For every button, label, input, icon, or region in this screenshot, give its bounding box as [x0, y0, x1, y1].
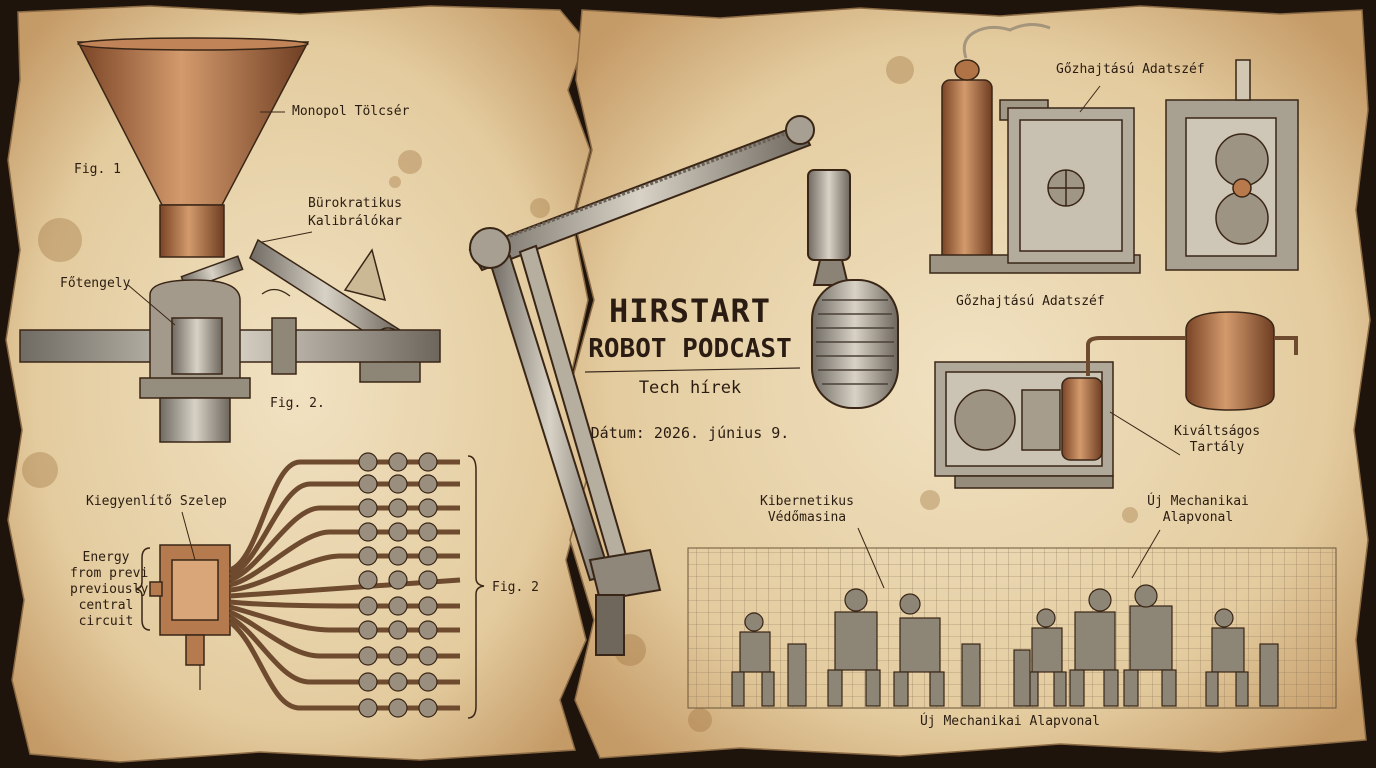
main-shaft: [19, 279, 441, 443]
manifold-gears: [358, 452, 438, 718]
steam-smoke: [962, 23, 1051, 59]
podcast-title-line2: ROBOT PODCAST: [588, 334, 792, 364]
privilege-tank: [1086, 311, 1298, 411]
label-kivaltsagos-line1: Kiváltságos: [1173, 424, 1261, 439]
manifold-brace: [467, 455, 485, 719]
label-energy-line2: from previ: [70, 566, 149, 581]
safe-gears: [1165, 59, 1299, 271]
label-burokratikus-line2: Kalibrálókar: [308, 214, 402, 229]
label-energy-line4: central: [78, 598, 134, 613]
label-fig2-bottom: Fig. 2: [492, 580, 539, 595]
microphone: [807, 169, 899, 409]
label-fig1: Fig. 1: [74, 162, 121, 177]
label-uj-mech-line1: Új Mechanikai: [1147, 494, 1249, 509]
valve-box: [149, 544, 231, 666]
paper-sheet-left: [5, 5, 591, 763]
podcast-subtitle: Tech hírek: [638, 378, 742, 398]
label-kibernetikus-line1: Kibernetikus: [760, 494, 854, 509]
label-energy-line5: circuit: [78, 614, 134, 629]
label-energy-line3: previously: [70, 582, 149, 597]
mic-boom-arm: [468, 115, 815, 656]
label-uj-mech-line2: Alapvonal: [1162, 510, 1234, 525]
robot-silhouettes: [731, 584, 1279, 707]
label-monopol-tolcser: Monopol Tölcsér: [292, 104, 410, 119]
label-energy-line1: Energy: [82, 550, 130, 565]
stains: [22, 56, 1138, 732]
label-burokratikus-line1: Bürokratikus: [308, 196, 402, 211]
label-fig2-top: Fig. 2.: [270, 396, 325, 411]
safe-front: [1007, 107, 1135, 264]
label-gozhajtasu-bottom: Gőzhajtású Adatszéf: [956, 294, 1105, 309]
label-kivaltsagos-line2: Tartály: [1189, 440, 1245, 455]
label-gozhajtasu-top: Gőzhajtású Adatszéf: [1056, 62, 1205, 77]
monopol-funnel: [76, 37, 310, 258]
label-uj-mech-bottom: Új Mechanikai Alapvonal: [919, 714, 1100, 729]
label-kibernetikus-line2: Védőmasina: [767, 510, 847, 525]
label-kiegyenlito-szelep: Kiegyenlítő Szelep: [86, 494, 227, 509]
podcast-title-line1: HIRSTART: [608, 292, 772, 330]
podcast-date: Dátum: 2026. június 9.: [590, 424, 790, 442]
engine-housing: [934, 361, 1114, 489]
label-fotengely: Főtengely: [60, 276, 131, 291]
energy-brace: [135, 547, 151, 631]
